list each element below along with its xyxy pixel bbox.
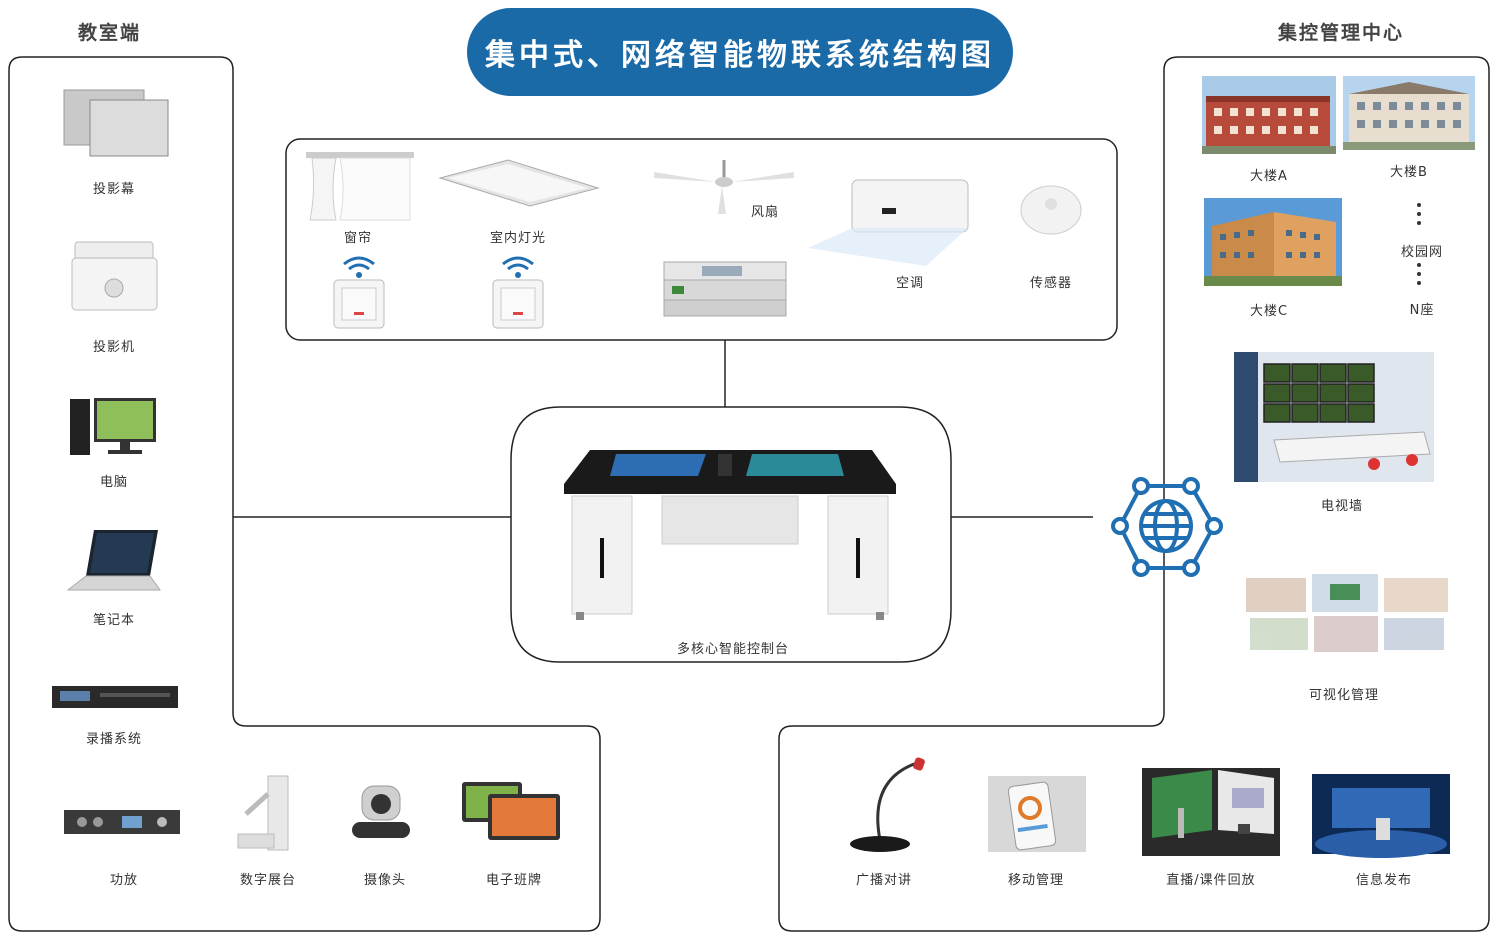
info-release-image — [1312, 774, 1450, 858]
dots-icon — [1417, 263, 1421, 285]
building-b-image — [1343, 76, 1475, 150]
tv-wall-image — [1234, 352, 1434, 482]
computer-icon — [70, 398, 156, 455]
microphone-icon — [850, 757, 925, 852]
building-a-image — [1202, 76, 1336, 154]
device-label-camera: 摄像头 — [363, 873, 406, 888]
laptop-icon — [66, 530, 161, 591]
live-studio-image — [1142, 768, 1280, 856]
device-label-laptop: 笔记本 — [92, 613, 135, 628]
building-c-label: 大楼C — [1249, 304, 1289, 319]
ceiling-fan-icon — [654, 160, 794, 214]
device-label-doc-camera: 数字展台 — [239, 873, 296, 888]
console-label: 多核心智能控制台 — [676, 642, 789, 657]
iot-label-ac: 空调 — [895, 276, 924, 291]
amplifier-icon — [64, 810, 180, 834]
recorder-icon — [52, 686, 178, 708]
mobile-management-label: 移动管理 — [1007, 873, 1064, 888]
iot-label-curtain: 窗帘 — [343, 231, 372, 246]
document-camera-icon — [237, 775, 289, 851]
building-c-image — [1204, 198, 1342, 286]
device-label-pc: 电脑 — [99, 475, 128, 490]
mobile-management-image — [988, 776, 1086, 852]
smart-switch-icon — [333, 279, 385, 329]
class-board-icon — [462, 782, 560, 840]
curtain-icon — [306, 152, 414, 221]
visual-management-image — [1246, 574, 1448, 652]
campus-network-label: 校园网 — [1400, 245, 1443, 260]
device-label-projector: 投影机 — [92, 340, 135, 355]
center-header: 集控管理中心 — [1278, 22, 1405, 44]
network-globe-icon — [1111, 477, 1223, 577]
sensor-icon — [1020, 185, 1082, 235]
dots-icon — [1417, 203, 1421, 225]
live-playback-label: 直播/课件回放 — [1166, 873, 1256, 888]
device-label-recorder: 录播系统 — [85, 732, 142, 747]
iot-label-sensor: 传感器 — [1029, 276, 1072, 291]
device-label-screen: 投影幕 — [92, 182, 135, 197]
device-label-amplifier: 功放 — [109, 873, 138, 888]
iot-label-light: 室内灯光 — [489, 231, 546, 246]
control-console-icon — [564, 450, 896, 620]
info-release-label: 信息发布 — [1355, 873, 1412, 888]
classroom-header: 教室端 — [78, 22, 142, 44]
panel-light-icon — [438, 159, 600, 207]
camera-icon — [352, 785, 410, 838]
projector-icon — [71, 241, 158, 311]
building-n-label: N座 — [1409, 303, 1435, 318]
building-a-label: 大楼A — [1250, 169, 1288, 184]
tv-wall-label: 电视墙 — [1320, 499, 1363, 514]
broadcast-label: 广播对讲 — [855, 873, 912, 888]
projection-screen-icon — [63, 89, 169, 157]
air-conditioner-icon — [808, 179, 969, 266]
device-label-class-board: 电子班牌 — [485, 873, 542, 888]
diagram-title: 集中式、网络智能物联系统结构图 — [467, 8, 1013, 96]
iot-label-fan: 风扇 — [750, 205, 779, 220]
visual-management-label: 可视化管理 — [1308, 688, 1379, 703]
wifi-icon — [502, 256, 534, 278]
wifi-icon — [343, 256, 375, 278]
iot-controller-icon — [663, 261, 787, 317]
building-b-label: 大楼B — [1390, 165, 1428, 180]
smart-switch-icon — [492, 279, 544, 329]
